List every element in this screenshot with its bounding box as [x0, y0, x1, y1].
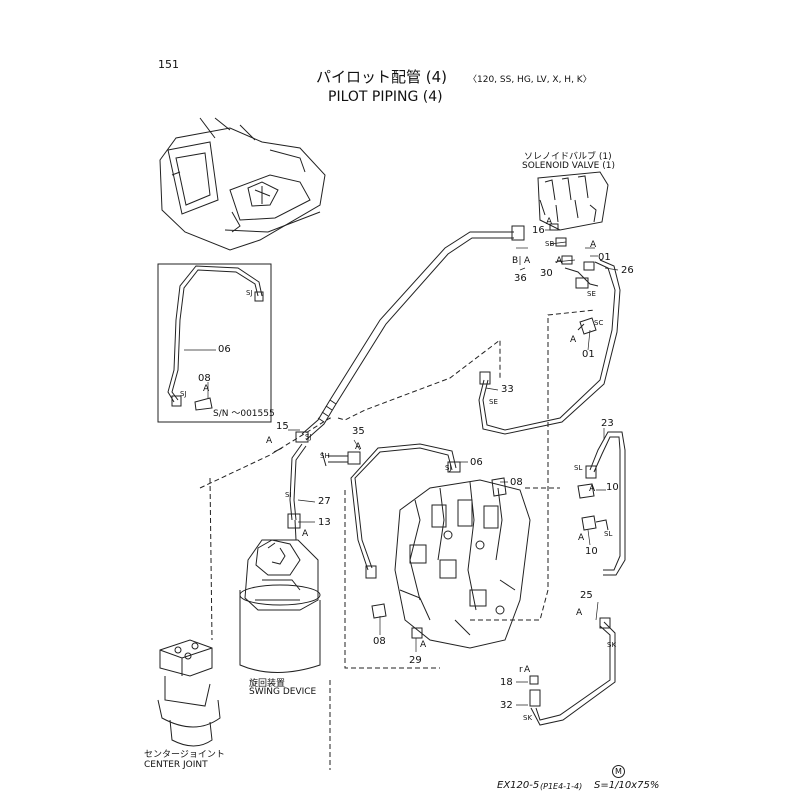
part-number-13: 13: [318, 517, 331, 528]
conn-label-sb: SB: [545, 240, 555, 248]
solenoid-valve-label-en: SOLENOID VALVE (1): [522, 161, 615, 171]
conn-label-sc: SC: [594, 319, 604, 327]
swing-device-illustration: [239, 519, 321, 673]
control-valve-illustration: [394, 479, 531, 649]
excavator-overview-illustration: [159, 117, 326, 251]
port-label-a: A: [266, 436, 273, 446]
inset-pipe-06: [167, 265, 264, 411]
main-pilot-hose: [295, 225, 525, 443]
port-label-a: A: [302, 529, 309, 539]
part-number-08: 08: [510, 477, 523, 488]
part-number-36: 36: [514, 273, 527, 284]
conn-label-sj: SJ: [445, 464, 452, 472]
footer-model: EX120-5: [497, 780, 540, 791]
part-number-35: 35: [352, 426, 365, 437]
swing-device-label-en: SWING DEVICE: [249, 687, 317, 697]
port-label-a: A: [576, 608, 583, 618]
part-number-29: 29: [409, 655, 422, 666]
port-label-a: A: [420, 640, 427, 650]
pipe-27-15: [273, 443, 307, 529]
part-number-10: 10: [606, 482, 619, 493]
part-number-08-lower: 08: [373, 636, 386, 647]
conn-label-se: SE: [587, 290, 596, 298]
conn-label-sj: SJ: [305, 433, 312, 441]
fitting-35: [321, 451, 361, 467]
page-number: 151: [158, 58, 179, 71]
boundary-dashed-lines: [199, 309, 596, 770]
page-title-japanese: パイロット配管 (4): [316, 68, 448, 86]
port-label-a: A: [355, 442, 362, 452]
conn-label-sj: SJ: [246, 289, 253, 297]
part-number-06: 06: [470, 457, 483, 468]
part-number-23: 23: [601, 418, 614, 429]
solenoid-valve-body: [537, 171, 609, 265]
serial-detail-frame: [157, 263, 272, 423]
port-label-a: A: [524, 665, 531, 675]
part-number-16: 16: [532, 225, 545, 236]
port-label-r: r: [519, 665, 523, 675]
pipe-26-33: [478, 259, 621, 435]
footer-scale: S=1/10x75%: [594, 780, 660, 791]
port-label-a: A: [556, 256, 563, 266]
center-joint-label-jp: センタージョイント: [144, 750, 225, 760]
part-number-01: 01: [598, 252, 611, 263]
conn-label-sk: SK: [523, 714, 533, 722]
footer-ref: (P1E4-1-4): [540, 782, 583, 791]
page-title-english: PILOT PIPING (4): [328, 89, 443, 105]
port-label-a: A: [524, 256, 531, 266]
conn-label-sk: SK: [607, 641, 617, 649]
part-number-27: 27: [318, 496, 331, 507]
port-label-a: A: [570, 335, 577, 345]
pipe-06: [350, 443, 461, 579]
part-number-06-inset: 06: [218, 344, 231, 355]
fittings-10: [577, 483, 609, 531]
port-label-a: A: [578, 533, 585, 543]
solenoid-valve-label-jp: ソレノイドバルブ (1): [524, 152, 612, 162]
conn-label-se: SE: [489, 398, 498, 406]
port-label-a: A: [546, 217, 553, 227]
part-number-33: 33: [501, 384, 514, 395]
part-number-26: 26: [621, 265, 634, 276]
leader-lines: [184, 229, 619, 706]
fittings-bottom: [371, 477, 507, 639]
center-joint-illustration: [157, 639, 221, 747]
model-variants: 〈120, SS, HG, LV, X, H, K〉: [468, 75, 592, 85]
conn-label-si: SI: [285, 491, 292, 499]
conn-label-sj: SJ: [180, 390, 187, 398]
port-label-a: A: [590, 240, 597, 250]
center-joint-label-en: CENTER JOINT: [144, 760, 208, 770]
footer-mark: M: [612, 765, 625, 778]
part-number-32: 32: [500, 700, 513, 711]
part-number-30: 30: [540, 268, 553, 279]
swing-device-label-jp: 旋回装置: [249, 679, 286, 689]
part-number-15: 15: [276, 421, 289, 432]
port-label-b: B: [512, 256, 519, 266]
part-number-25: 25: [580, 590, 593, 601]
part-number-08-inset: 08: [198, 373, 211, 384]
conn-label-sl: SL: [574, 464, 583, 472]
pipe-25-32: [529, 617, 616, 726]
part-number-01-lower: 01: [582, 349, 595, 360]
conn-label-sl: SL: [604, 530, 613, 538]
part-number-18: 18: [500, 677, 513, 688]
pipe-23: [585, 431, 626, 576]
conn-label-sh: SH: [320, 452, 330, 460]
serial-number-note: S/N ～001555: [213, 409, 275, 419]
part-number-10-lower: 10: [585, 546, 598, 557]
solenoid-fittings: [564, 261, 599, 335]
port-label-a: A: [589, 484, 596, 494]
port-label-a: A: [203, 384, 210, 394]
